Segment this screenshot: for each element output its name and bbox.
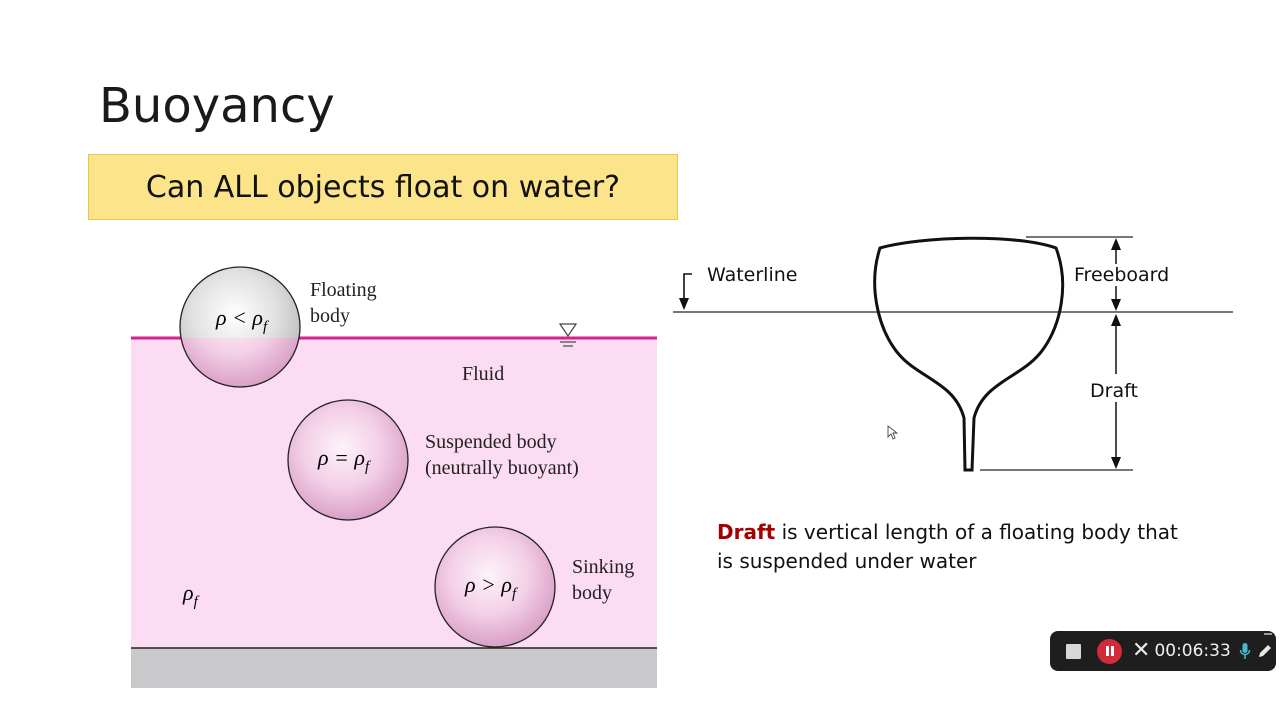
suspended-formula: ρ = ρf xyxy=(317,445,371,475)
mouse-cursor-icon xyxy=(887,425,899,440)
draft-label: Draft xyxy=(1090,380,1138,402)
question-banner: Can ALL objects float on water? xyxy=(88,154,678,220)
draft-definition: Draft is vertical length of a floating b… xyxy=(717,518,1197,576)
fluid-density-label: ρf xyxy=(182,580,200,610)
sinking-body xyxy=(434,526,556,648)
floating-label-1: Floating xyxy=(310,279,377,301)
suspended-label-2: (neutrally buoyant) xyxy=(425,457,579,479)
suspended-body xyxy=(287,399,409,521)
pause-icon[interactable] xyxy=(1097,638,1122,664)
sinking-label-2: body xyxy=(572,582,612,604)
draft-dimension-arrow xyxy=(1111,314,1121,469)
stop-icon[interactable] xyxy=(1066,643,1081,659)
buoyancy-diagram: ρ < ρf Floating body Fluid ρ = ρf Suspen… xyxy=(131,266,657,688)
pen-icon[interactable] xyxy=(1257,643,1273,659)
recorder-toolbar: ✕ 00:06:33 xyxy=(1050,631,1276,671)
microphone-icon[interactable] xyxy=(1239,642,1251,660)
draft-term: Draft xyxy=(717,520,776,544)
freeboard-dimension-arrow xyxy=(1111,238,1121,311)
sinking-formula: ρ > ρf xyxy=(464,572,518,602)
waterline-label: Waterline xyxy=(707,264,797,286)
draft-definition-text: is vertical length of a floating body th… xyxy=(717,520,1178,573)
floating-body-outline xyxy=(873,236,1065,472)
suspended-label-1: Suspended body xyxy=(425,431,557,453)
fluid-label: Fluid xyxy=(462,363,504,385)
water-level-icon xyxy=(558,323,578,347)
question-text: Can ALL objects float on water? xyxy=(145,169,621,205)
close-icon[interactable]: ✕ xyxy=(1132,638,1151,663)
floating-body xyxy=(179,266,301,388)
floating-formula: ρ < ρf xyxy=(215,305,269,335)
sinking-label-1: Sinking xyxy=(572,556,634,578)
recorder-grip-icon[interactable] xyxy=(1264,633,1272,635)
slide-title: Buoyancy xyxy=(99,78,335,134)
ground-region xyxy=(131,648,657,688)
waterline-arrow-icon xyxy=(679,273,692,310)
floating-label-2: body xyxy=(310,305,350,327)
recording-timer: 00:06:33 xyxy=(1154,641,1231,661)
freeboard-label: Freeboard xyxy=(1074,264,1169,286)
draft-diagram: Waterline Freeboard Draft xyxy=(673,236,1233,472)
